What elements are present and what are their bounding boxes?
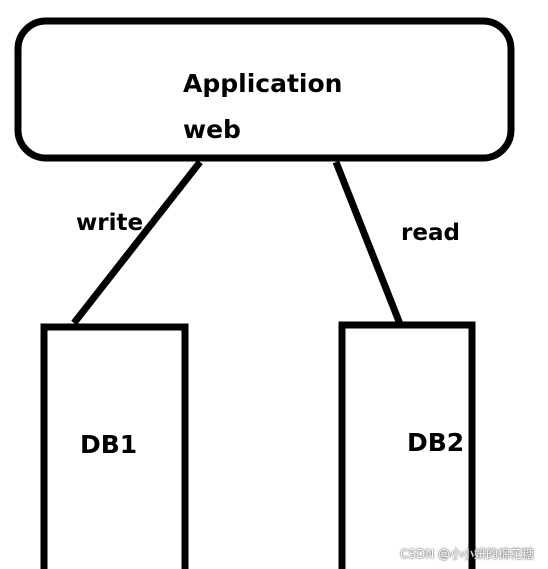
application-title: Application	[183, 69, 343, 98]
write-edge-label: write	[76, 210, 144, 236]
read-connector	[332, 160, 404, 326]
watermark-text: CSDN @小小妍的棉花糖	[399, 547, 534, 561]
db2-box	[338, 321, 476, 569]
db2-label: DB2	[407, 428, 465, 457]
read-edge-label: read	[401, 220, 460, 246]
write-connector	[71, 159, 203, 326]
db1-box	[40, 323, 189, 569]
application-box	[14, 17, 515, 162]
application-subtitle: web	[183, 115, 241, 144]
db1-label: DB1	[80, 430, 138, 459]
